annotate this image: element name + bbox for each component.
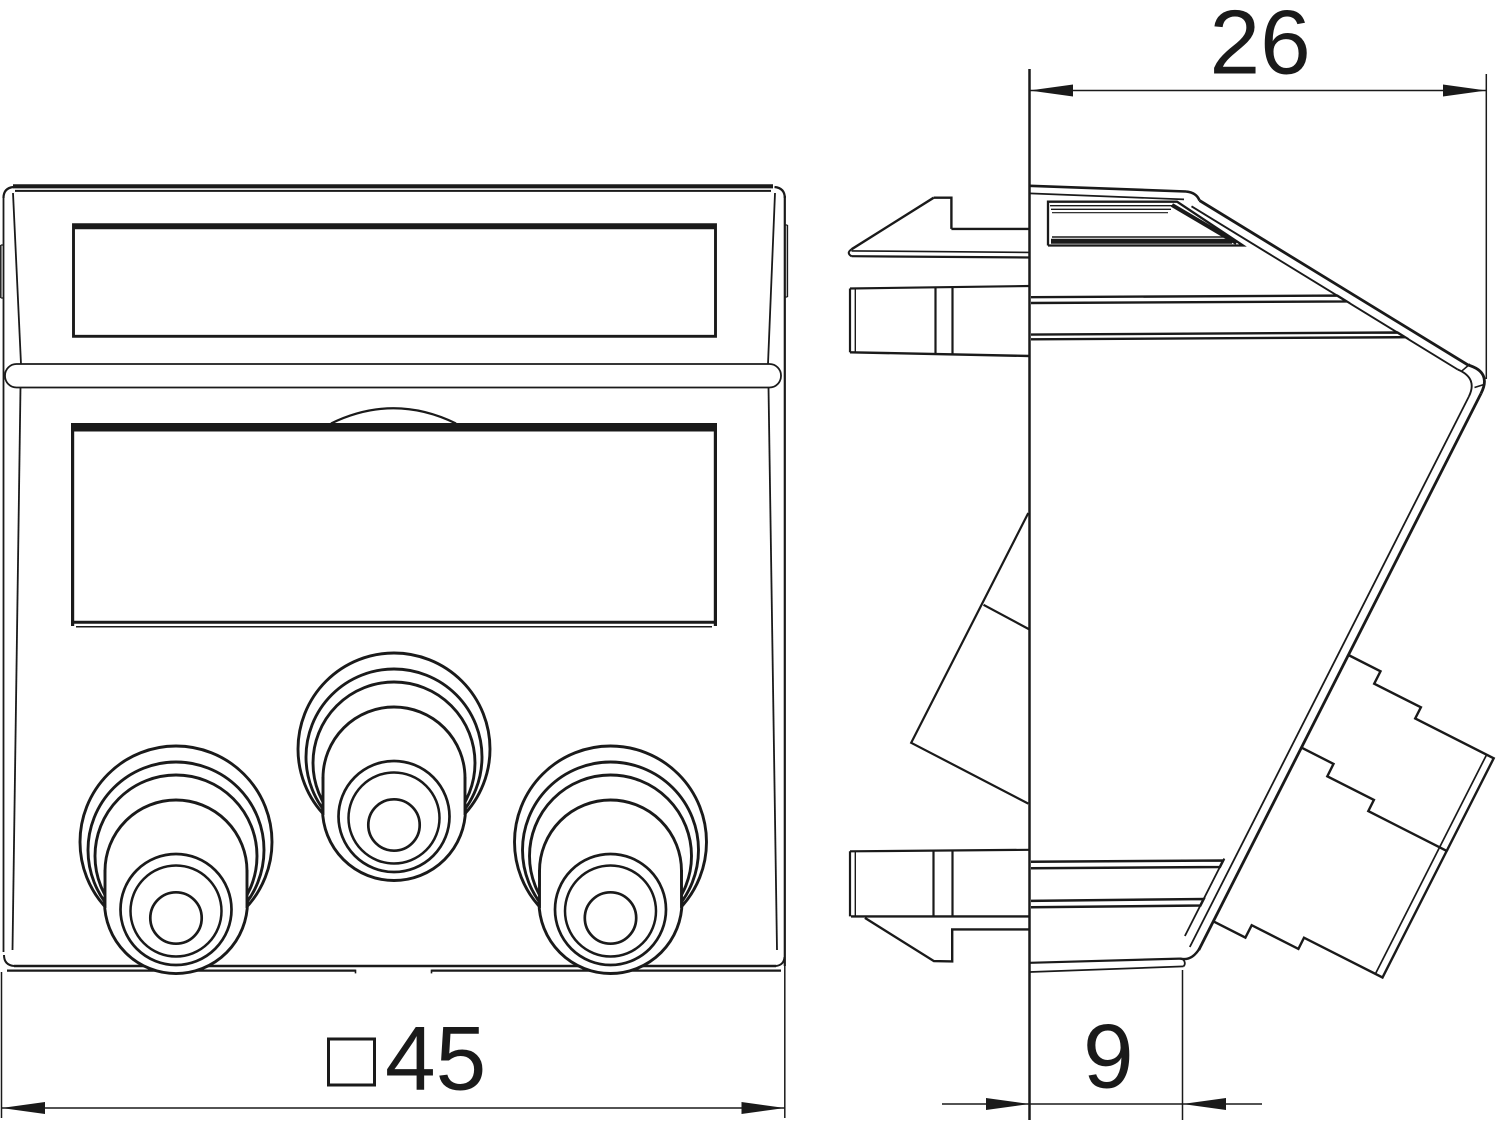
svg-text:9: 9 [1083,1007,1134,1108]
svg-text:26: 26 [1210,0,1311,94]
svg-text:45: 45 [385,1009,486,1110]
